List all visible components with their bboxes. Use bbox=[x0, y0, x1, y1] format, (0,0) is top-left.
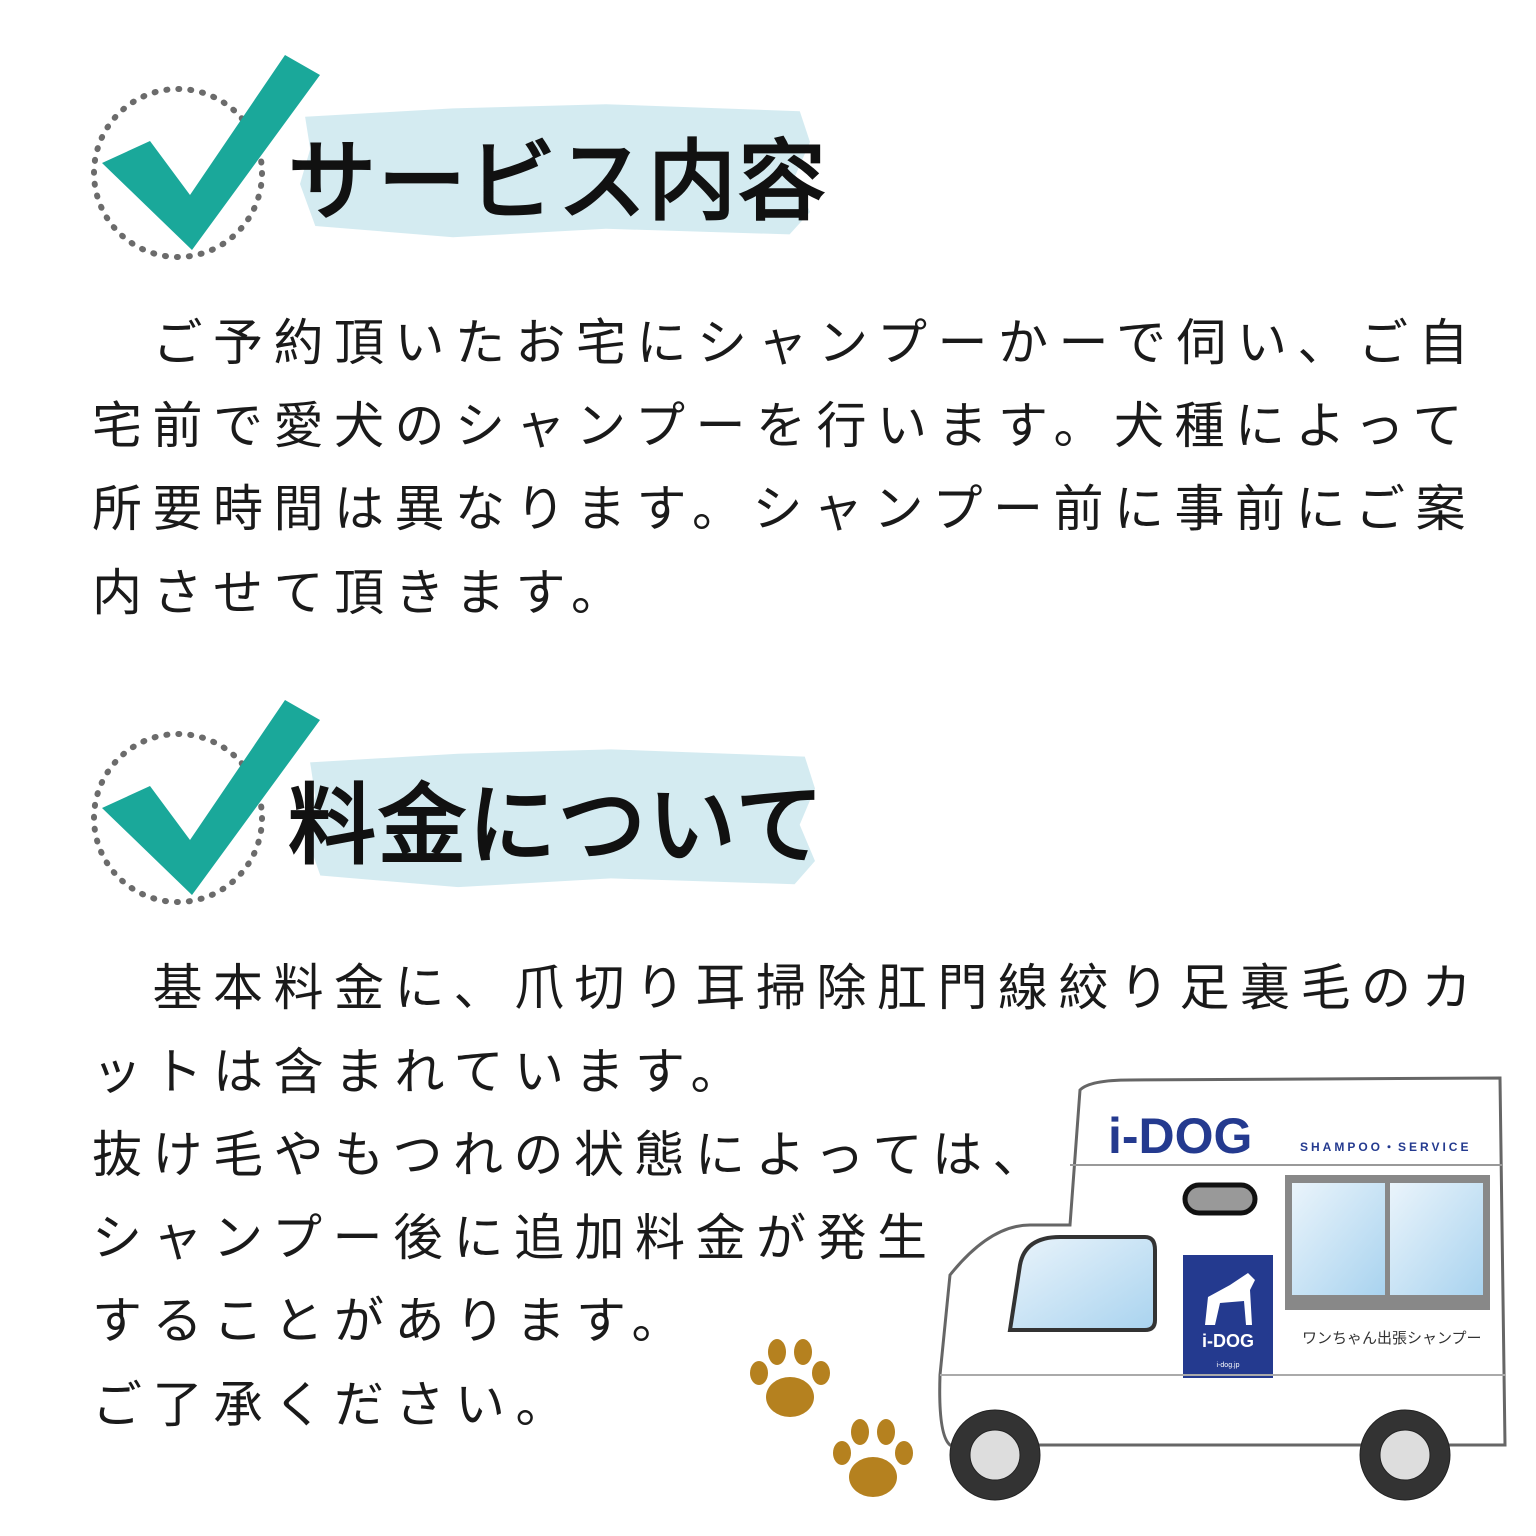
panel-url: i-dog.jp bbox=[1217, 1362, 1240, 1369]
section-heading-pricing: 料金について bbox=[288, 774, 826, 877]
checkmark-icon bbox=[91, 700, 320, 905]
paw-print-icon bbox=[750, 1339, 830, 1417]
truck-logo: i-DOG bbox=[1108, 1108, 1252, 1164]
truck-tagline: SHAMPOO・SERVICE bbox=[1300, 1140, 1471, 1154]
text-line: 基本料金に、爪切り耳掃除肛門線絞り足裏毛のカ bbox=[92, 959, 1482, 1017]
text-line: シャンプー後に追加料金が発生 bbox=[92, 1209, 938, 1267]
text-line: 抜け毛やもつれの状態によっては、 bbox=[92, 1126, 1053, 1184]
checkmark-icon bbox=[91, 55, 320, 260]
text-line: ご了承ください。 bbox=[92, 1376, 576, 1434]
heading-brush-bg bbox=[300, 104, 810, 238]
text-line: することがあります。 bbox=[92, 1292, 692, 1350]
truck-side-text: ワンちゃん出張シャンプー bbox=[1302, 1329, 1482, 1347]
text-line: 宅前で愛犬のシャンプーを行います。犬種によって bbox=[92, 397, 1473, 455]
text-line: 内させて頂きます。 bbox=[92, 564, 632, 622]
wheel bbox=[1359, 1409, 1451, 1501]
paw-print-icon bbox=[833, 1419, 913, 1497]
text-line: ご予約頂いたお宅にシャンプーかーで伺い、ご自 bbox=[92, 314, 1479, 372]
wheel bbox=[949, 1409, 1041, 1501]
text-line: 所要時間は異なります。シャンプー前に事前にご案 bbox=[92, 480, 1476, 538]
text-line: ットは含まれています。 bbox=[92, 1043, 751, 1101]
section-heading-service: サービス内容 bbox=[288, 130, 829, 233]
shampoo-truck-illustration: i-DOG i-dog.jp ワンちゃん出張シャンプー i-DOG SHAMPO… bbox=[938, 1076, 1507, 1501]
panel-logo: i-DOG bbox=[1202, 1331, 1254, 1351]
heading-brush-bg bbox=[305, 749, 815, 888]
